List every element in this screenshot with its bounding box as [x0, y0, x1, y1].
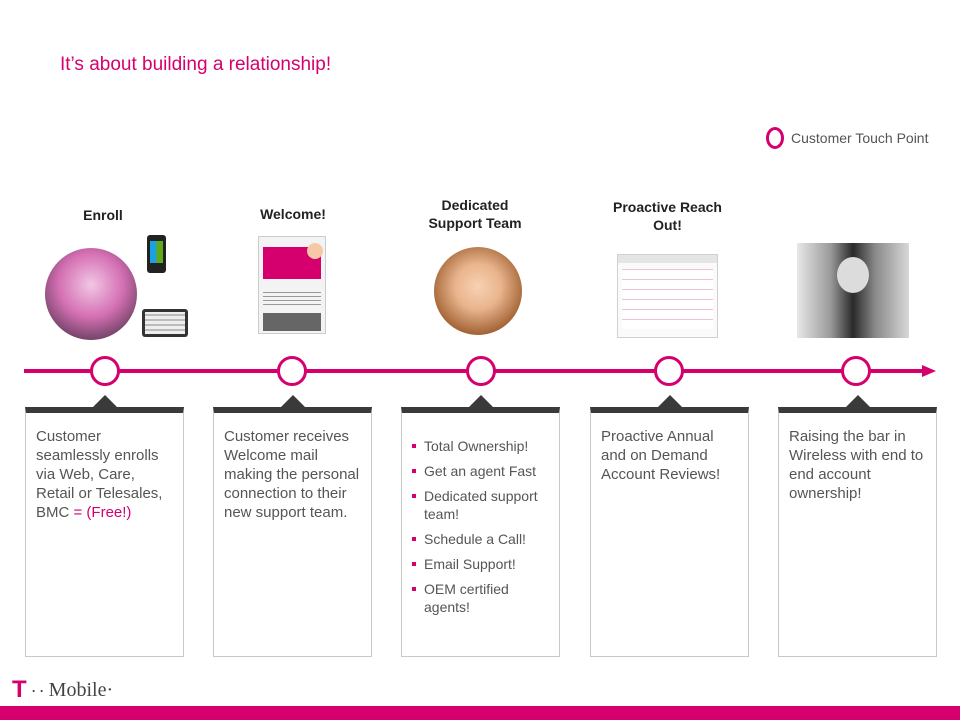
list-item: OEM certified agents! — [412, 580, 553, 616]
stage-title-enroll: Enroll — [53, 206, 153, 224]
card-text: Customer seamlessly enrolls via Web, Car… — [26, 413, 183, 522]
happy-customer-photo — [797, 243, 909, 338]
tablet-image — [142, 309, 188, 337]
slide-title: It’s about building a relationship! — [60, 54, 331, 76]
welcome-mail-image — [258, 236, 326, 334]
stage-title-support-team: Dedicated Support Team — [415, 196, 535, 232]
touch-point-enroll — [90, 356, 120, 386]
free-highlight: = (Free!) — [74, 504, 132, 521]
card-ownership: Raising the bar in Wireless with end to … — [778, 407, 937, 657]
touch-point-welcome — [277, 356, 307, 386]
bottom-brand-bar — [0, 706, 960, 720]
list-item: Email Support! — [412, 555, 553, 573]
card-text: Proactive Annual and on Demand Account R… — [591, 413, 748, 484]
logo-word: Mobile· — [49, 679, 113, 702]
logo-t: T — [12, 676, 27, 704]
legend-label: Customer Touch Point — [791, 130, 928, 146]
touch-point-ownership — [841, 356, 871, 386]
account-review-image — [617, 254, 718, 338]
stage-title-welcome: Welcome! — [243, 205, 343, 223]
touch-point-reach-out — [654, 356, 684, 386]
support-feature-list: Total Ownership! Get an agent Fast Dedic… — [402, 413, 559, 616]
card-text: Customer receives Welcome mail making th… — [214, 413, 371, 522]
store-photo — [45, 248, 137, 340]
touch-point-legend-icon — [766, 127, 784, 149]
card-welcome: Customer receives Welcome mail making th… — [213, 407, 372, 657]
card-reach-out: Proactive Annual and on Demand Account R… — [590, 407, 749, 657]
card-notch — [280, 395, 306, 408]
card-support-team: Total Ownership! Get an agent Fast Dedic… — [401, 407, 560, 657]
list-item: Total Ownership! — [412, 437, 553, 455]
smartphone-image — [147, 235, 166, 273]
card-enroll: Customer seamlessly enrolls via Web, Car… — [25, 407, 184, 657]
card-notch — [92, 395, 118, 408]
list-item: Get an agent Fast — [412, 462, 553, 480]
touch-point-support-team — [466, 356, 496, 386]
list-item: Schedule a Call! — [412, 530, 553, 548]
logo-dots: ·· — [31, 680, 47, 701]
card-text: Raising the bar in Wireless with end to … — [779, 413, 936, 503]
card-notch — [657, 395, 683, 408]
card-notch — [468, 395, 494, 408]
timeline-arrow-icon — [922, 365, 936, 377]
legend: Customer Touch Point — [766, 127, 928, 149]
card-notch — [845, 395, 871, 408]
tmobile-logo: T ·· Mobile· — [12, 676, 113, 704]
support-agent-photo — [434, 247, 522, 335]
list-item: Dedicated support team! — [412, 487, 553, 523]
stage-title-reach-out: Proactive Reach Out! — [610, 198, 725, 234]
